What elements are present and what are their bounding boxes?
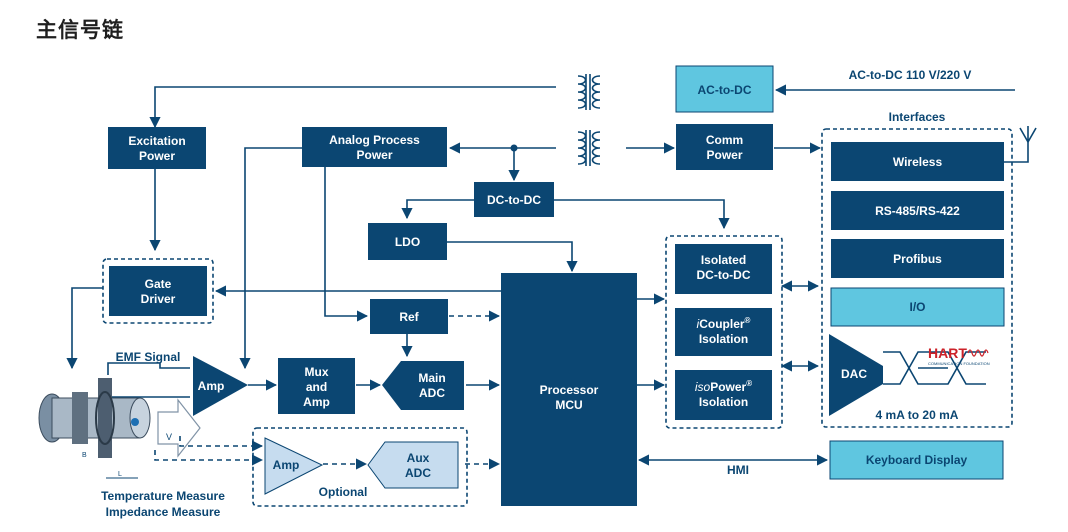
main-adc-label-2: ADC [419, 386, 445, 400]
processor-label-1: Processor [540, 383, 599, 397]
temperature-measure-label: Temperature Measure [101, 489, 225, 503]
rs485-block: RS-485/RS-422 [831, 191, 1004, 230]
sensor-v-label: V [166, 432, 172, 442]
comm-power-block: Comm Power [676, 124, 773, 170]
page-title: 主信号链 [36, 18, 124, 42]
hmi-label: HMI [727, 463, 749, 477]
icoupler-name: Coupler [699, 317, 745, 331]
main-adc-label-1: Main [418, 371, 445, 385]
icoupler-reg: ® [745, 316, 751, 325]
ldo-block: LDO [368, 223, 447, 260]
sensor-l-label: L [118, 471, 122, 478]
aux-adc-label-1: Aux [407, 451, 430, 465]
wireless-label: Wireless [893, 155, 943, 169]
isopower-prefix: iso [695, 380, 711, 394]
interfaces-group [821, 128, 1013, 428]
ac-dc-label: AC-to-DC [698, 83, 752, 97]
isopower-name: Power [710, 380, 746, 394]
excitation-power-label-1: Excitation [128, 134, 185, 148]
icoupler-isolation-block: iCoupler® Isolation [675, 308, 772, 356]
analog-power-label-2: Power [356, 148, 392, 162]
hart-logo: HART COMMUNICATION FOUNDATION [928, 345, 990, 366]
io-label: I/O [909, 300, 925, 314]
keyboard-display-block: Keyboard Display [829, 440, 1004, 480]
isopower-reg: ® [746, 379, 752, 388]
amp-block: Amp [193, 356, 248, 416]
wireless-block: Wireless [831, 142, 1004, 181]
svg-text:iCoupler®: iCoupler® [697, 316, 751, 331]
processor-mcu-block: Processor MCU [501, 273, 637, 506]
svg-text:isoPower®: isoPower® [695, 379, 752, 394]
dac-label: DAC [841, 367, 867, 381]
ac-dc-block: AC-to-DC [675, 65, 774, 113]
isolated-dcdc-label-2: DC-to-DC [697, 268, 751, 282]
ac-input-label: AC-to-DC 110 V/220 V [849, 68, 972, 82]
amp-label: Amp [198, 379, 225, 393]
excitation-power-block: Excitation Power [108, 127, 206, 169]
optional-amp-block: Amp [264, 437, 324, 495]
aux-adc-label-2: ADC [405, 466, 431, 480]
current-range-label: 4 mA to 20 mA [876, 408, 959, 422]
aux-adc-block: Aux ADC [367, 441, 459, 489]
icoupler-prefix: i [697, 317, 700, 331]
mux-amp-label-3: Amp [303, 395, 330, 409]
isolated-dcdc-block: Isolated DC-to-DC [675, 244, 772, 294]
main-adc-block: Main ADC [382, 361, 464, 410]
gate-driver-label-2: Driver [141, 292, 176, 306]
hart-logo-text: HART [928, 345, 967, 361]
impedance-measure-label: Impedance Measure [106, 505, 221, 519]
dac-output-waveform [883, 351, 986, 385]
gate-driver-group [102, 258, 214, 324]
rs485-label: RS-485/RS-422 [875, 204, 960, 218]
keyboard-display-label: Keyboard Display [866, 453, 968, 467]
analog-process-power-block: Analog Process Power [302, 127, 447, 167]
isopower-isolation-block: isoPower® Isolation [675, 370, 772, 420]
optional-amp-label: Amp [273, 458, 300, 472]
profibus-block: Profibus [831, 239, 1004, 278]
optional-group [252, 427, 468, 507]
gate-driver-label-1: Gate [145, 277, 172, 291]
profibus-label: Profibus [893, 252, 942, 266]
interfaces-label: Interfaces [889, 110, 946, 124]
connection-wires [66, 84, 1029, 470]
ref-label: Ref [399, 310, 419, 324]
ref-block: Ref [370, 299, 448, 334]
io-block: I/O [830, 287, 1005, 327]
emf-signal-label: EMF Signal [116, 350, 181, 364]
dc-dc-block: DC-to-DC [474, 182, 554, 217]
antenna-icon [1019, 126, 1037, 143]
transformer-icon [577, 130, 601, 166]
isolated-dcdc-label-1: Isolated [701, 253, 746, 267]
dac-block: DAC [829, 334, 883, 416]
optional-label: Optional [319, 485, 368, 499]
mux-amp-block: Mux and Amp [278, 358, 355, 414]
analog-power-label-1: Analog Process [329, 133, 420, 147]
gate-driver-block: Gate Driver [109, 266, 207, 316]
flow-sensor-illustration: V B L [38, 378, 201, 479]
isopower-line2: Isolation [699, 395, 748, 409]
mux-amp-label-2: and [306, 380, 327, 394]
mux-amp-label-1: Mux [305, 365, 329, 379]
dc-dc-label: DC-to-DC [487, 193, 541, 207]
sensor-b-label: B [82, 452, 87, 459]
ldo-label: LDO [395, 235, 420, 249]
icoupler-line2: Isolation [699, 332, 748, 346]
hart-logo-subtitle: COMMUNICATION FOUNDATION [928, 361, 990, 366]
transformer-icon [577, 74, 601, 110]
processor-label-2: MCU [555, 398, 582, 412]
excitation-power-label-2: Power [139, 149, 175, 163]
comm-power-label-1: Comm [706, 133, 743, 147]
isolation-group [665, 235, 783, 429]
comm-power-label-2: Power [706, 148, 742, 162]
